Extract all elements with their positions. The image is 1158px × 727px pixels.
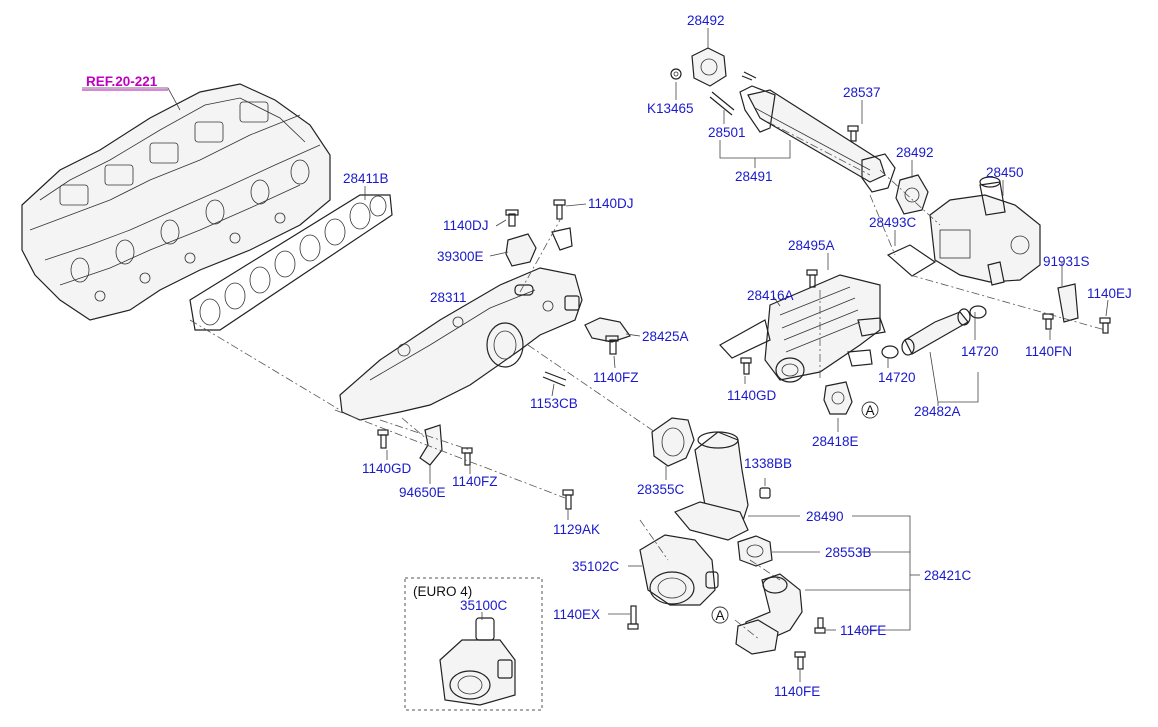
part-label-28355c[interactable]: 28355C: [637, 482, 685, 497]
part-label-28492-top[interactable]: 28492: [687, 13, 725, 28]
part-label-28491[interactable]: 28491: [735, 169, 773, 184]
cylinder-head-drawing: [21, 83, 331, 321]
part-label-28492-mid[interactable]: 28492: [896, 145, 934, 160]
part-label-28450[interactable]: 28450: [986, 165, 1024, 180]
callout-a-upper-letter: A: [865, 403, 874, 418]
part-label-1140gd-a[interactable]: 1140GD: [727, 388, 777, 403]
leader-lines: [82, 28, 1109, 682]
part-label-1140ej[interactable]: 1140EJ: [1087, 286, 1132, 301]
part-label-28411b[interactable]: 28411B: [343, 171, 389, 186]
euro4-label: (EURO 4): [413, 584, 472, 599]
part-label-14720-b[interactable]: 14720: [878, 370, 916, 385]
part-label-28537[interactable]: 28537: [843, 85, 881, 100]
part-label-28418e[interactable]: 28418E: [812, 434, 859, 449]
part-label-35100c[interactable]: 35100C: [460, 598, 508, 613]
part-label-1140ex[interactable]: 1140EX: [553, 607, 600, 622]
part-label-1129ak[interactable]: 1129AK: [553, 522, 600, 537]
part-label-28482a[interactable]: 28482A: [914, 404, 961, 419]
callout-a-lower-letter: A: [715, 608, 724, 623]
callout-a-upper: A: [861, 401, 879, 419]
euro4-box: [404, 577, 543, 711]
part-label-1140gd-b[interactable]: 1140GD: [362, 461, 412, 476]
part-label-35102c[interactable]: 35102C: [572, 559, 620, 574]
part-label-1140fz-a[interactable]: 1140FZ: [593, 370, 639, 385]
part-label-14720-a[interactable]: 14720: [961, 344, 999, 359]
lower-pipe-drawing: [735, 573, 826, 670]
part-label-91931s[interactable]: 91931S: [1043, 254, 1090, 269]
part-label-28490[interactable]: 28490: [806, 509, 844, 524]
assembly-lines: [189, 121, 1106, 641]
part-label-1140fn[interactable]: 1140FN: [1025, 344, 1072, 359]
part-label-1140dj-b[interactable]: 1140DJ: [588, 196, 634, 211]
part-label-28311[interactable]: 28311: [430, 290, 467, 305]
bolts-left-drawing: [377, 371, 574, 510]
part-label-1140dj-a[interactable]: 1140DJ: [443, 218, 489, 233]
part-label-94650e[interactable]: 94650E: [399, 485, 446, 500]
part-label-k13465[interactable]: K13465: [647, 101, 694, 116]
egr-valve-drawing: [886, 176, 1041, 286]
throttle-body-euro4-drawing: [439, 617, 516, 706]
hose-drawing: [881, 283, 1111, 359]
part-label-28501[interactable]: 28501: [708, 125, 746, 140]
part-label-28421c[interactable]: 28421C: [924, 568, 972, 583]
part-label-28425a[interactable]: 28425A: [642, 329, 689, 344]
part-label-1338bb[interactable]: 1338BB: [744, 456, 792, 471]
part-label-28416a[interactable]: 28416A: [747, 288, 794, 303]
egr-cooler-drawing: [719, 269, 886, 415]
part-label-1140fe-b[interactable]: 1140FE: [774, 684, 820, 699]
part-label-28553b[interactable]: 28553B: [825, 545, 872, 560]
pipe-28490-drawing: [674, 431, 773, 567]
intake-gasket-drawing: [189, 194, 393, 331]
part-label-1140fz-b[interactable]: 1140FZ: [452, 474, 498, 489]
gasket-28355c-drawing: [651, 417, 695, 467]
part-label-28495a[interactable]: 28495A: [788, 238, 835, 253]
ref-label[interactable]: REF.20-221: [86, 74, 158, 89]
intake-manifold-drawing: [339, 267, 583, 421]
part-label-28493c[interactable]: 28493C: [869, 215, 917, 230]
part-label-1153cb[interactable]: 1153CB: [530, 396, 578, 411]
sensor-drawing: [505, 199, 573, 267]
part-label-39300e[interactable]: 39300E: [437, 249, 484, 264]
callout-a-lower: A: [711, 606, 729, 624]
bracket-28425a-drawing: [584, 317, 631, 355]
part-label-1140fe-a[interactable]: 1140FE: [840, 623, 886, 638]
throttle-body-drawing: [627, 534, 719, 630]
